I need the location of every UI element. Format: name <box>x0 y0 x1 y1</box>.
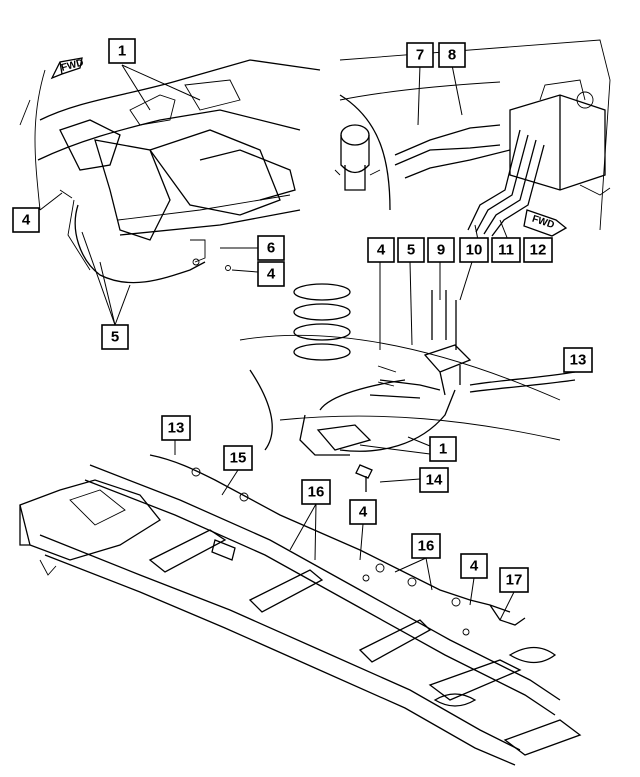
svg-text:16: 16 <box>308 484 325 501</box>
svg-text:1: 1 <box>439 441 447 458</box>
callout-13-right: 13 <box>563 347 593 373</box>
svg-text:6: 6 <box>267 240 275 257</box>
callout-16-left: 16 <box>301 479 331 505</box>
callout-7: 7 <box>406 42 434 68</box>
callout-4-bottom-right: 4 <box>460 553 488 579</box>
svg-text:4: 4 <box>359 504 368 521</box>
svg-text:4: 4 <box>377 242 386 259</box>
callout-16-right: 16 <box>411 533 441 559</box>
svg-text:13: 13 <box>570 352 587 369</box>
svg-text:17: 17 <box>506 572 523 589</box>
callout-17: 17 <box>499 567 529 593</box>
callout-10: 10 <box>459 237 489 263</box>
callout-13-left: 13 <box>161 415 191 441</box>
svg-text:10: 10 <box>466 242 483 259</box>
svg-text:1: 1 <box>118 43 126 60</box>
callout-4-upper-mid: 4 <box>257 261 285 287</box>
callout-11: 11 <box>491 237 521 263</box>
leader-lines <box>39 64 578 621</box>
svg-text:7: 7 <box>416 47 424 64</box>
svg-text:5: 5 <box>111 329 119 346</box>
svg-text:4: 4 <box>267 266 276 283</box>
svg-text:16: 16 <box>418 538 435 555</box>
callout-5-mid: 5 <box>397 237 425 263</box>
svg-text:13: 13 <box>168 420 185 437</box>
callout-6: 6 <box>257 235 285 261</box>
svg-text:4: 4 <box>470 558 479 575</box>
svg-text:12: 12 <box>530 242 547 259</box>
callout-4-left: 4 <box>12 207 40 233</box>
master-cylinder-hcu-view <box>334 39 611 237</box>
svg-text:11: 11 <box>498 242 514 259</box>
fwd-label-right: FWD <box>531 214 556 232</box>
fwd-arrow-left: FWD <box>50 57 85 80</box>
svg-text:4: 4 <box>22 212 31 229</box>
callout-1-mid: 1 <box>429 436 457 462</box>
callout-12: 12 <box>523 237 553 263</box>
callout-15: 15 <box>223 445 253 471</box>
svg-text:15: 15 <box>230 450 247 467</box>
svg-text:14: 14 <box>426 472 443 489</box>
svg-text:8: 8 <box>448 47 456 64</box>
frame-view <box>19 454 582 766</box>
callout-4-bottom-mid: 4 <box>349 499 377 525</box>
callout-14: 14 <box>419 467 449 493</box>
front-crossmember-view <box>19 59 321 284</box>
callout-5-left: 5 <box>101 324 129 350</box>
proportioning-valve-view <box>239 283 576 492</box>
fwd-arrow-right: FWD <box>523 209 568 237</box>
callout-4-mid: 4 <box>367 237 395 263</box>
callout-9: 9 <box>427 237 455 263</box>
svg-text:9: 9 <box>437 242 445 259</box>
callout-8: 8 <box>438 42 466 68</box>
svg-text:5: 5 <box>407 242 415 259</box>
callout-1-top: 1 <box>108 38 136 64</box>
fwd-label-left: FWD <box>60 57 85 74</box>
